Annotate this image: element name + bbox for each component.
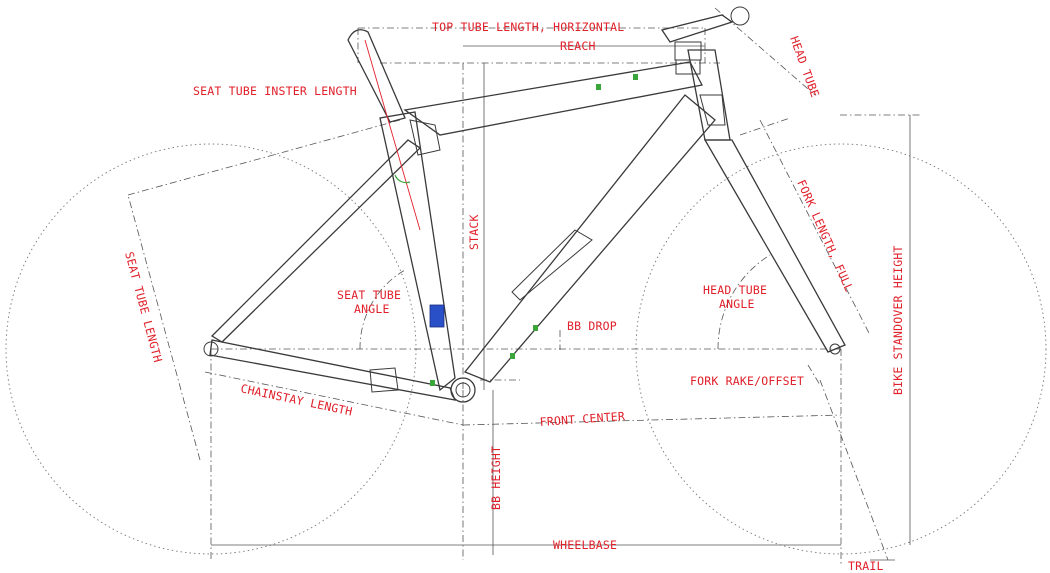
stack-label: STACK: [467, 214, 481, 250]
bb-shell: [450, 377, 476, 403]
seat-tube-top-line: [127, 119, 401, 196]
rear-dropout: [203, 341, 219, 357]
head-tube-angle-label-line2: ANGLE: [719, 297, 755, 311]
head-tube-angle-label-line1: HEAD TUBE: [703, 283, 767, 297]
fork-length-line: [759, 119, 871, 336]
green-marker-5: [430, 380, 435, 386]
seat-post-insert-line: [364, 39, 421, 231]
head-tube-label: HEAD TUBE: [787, 34, 822, 99]
front-center-line: [462, 414, 842, 426]
seat-tube-length-line: [127, 194, 201, 461]
seat-tube-insert-length-label: SEAT TUBE INSTER LENGTH: [193, 84, 357, 98]
rake-tick: [807, 364, 821, 386]
green-arc: [394, 174, 411, 184]
down-tube: [463, 94, 716, 383]
green-markers: [430, 74, 638, 386]
seat-tube-angle-arc: [359, 269, 406, 350]
bb-drop-label: BB DROP: [567, 319, 617, 333]
fork: [703, 139, 846, 353]
fork-length-tick: [739, 117, 791, 136]
green-marker-1: [596, 84, 601, 90]
bike-standover-height-label: BIKE STANDOVER HEIGHT: [891, 245, 905, 395]
seat-tube-angle-label-line1: SEAT TUBE: [337, 288, 401, 302]
green-marker-3: [533, 325, 538, 331]
top-tube: [403, 61, 703, 136]
chainstay-length-label: CHAINSTAY LENGTH: [239, 381, 353, 418]
seat-clamp: [409, 119, 441, 156]
blue-cable-port: [429, 304, 445, 328]
stem-clamp: [730, 6, 750, 26]
seat-tube-length-label: SEAT TUBE LENGTH: [122, 250, 165, 364]
down-tube-port: [511, 229, 593, 301]
fork-length-full-label: FORK LENGTH, FULL: [794, 178, 856, 294]
green-marker-4: [510, 353, 515, 359]
trail-label: TRAIL: [848, 559, 884, 573]
stem: [660, 14, 734, 43]
chainstay-line: [204, 371, 464, 426]
steerer-lower: [675, 59, 701, 75]
fork-rake-offset-label: FORK RAKE/OFFSET: [690, 374, 804, 388]
reach-label: REACH: [560, 39, 596, 53]
bb-height-label: BB HEIGHT: [489, 446, 503, 510]
front-dropout: [829, 343, 841, 355]
wheelbase-label: WHEELBASE: [553, 538, 617, 552]
seat-tube-angle-label-line2: ANGLE: [354, 302, 390, 316]
chainstay-yoke: [369, 367, 399, 393]
headset-spacer: [699, 94, 726, 126]
bb-inner: [455, 382, 471, 398]
steering-axis-extension: [819, 379, 889, 561]
front-center-label: FRONT CENTER: [539, 409, 625, 429]
green-marker-2: [633, 74, 638, 80]
seat-post: [347, 29, 406, 123]
top-tube-length-label: TOP TUBE LENGTH, HORIZONTAL: [432, 20, 624, 34]
